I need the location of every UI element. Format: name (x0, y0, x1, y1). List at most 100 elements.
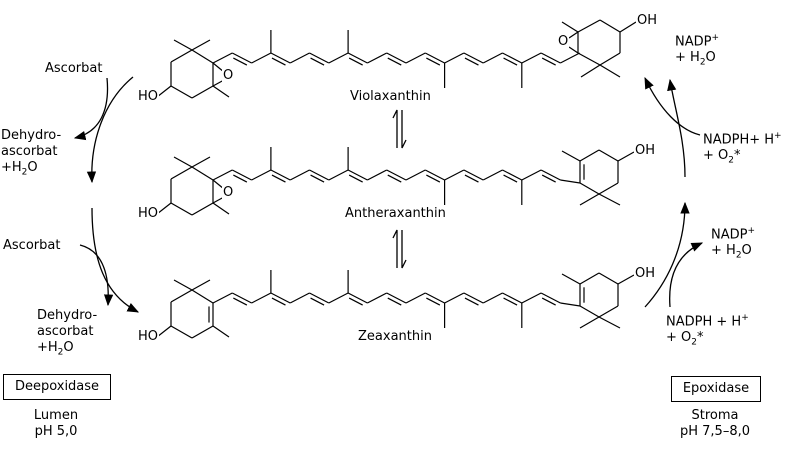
hydroxyl-bond (156, 202, 172, 215)
chain-double-bond-second (348, 297, 363, 306)
chain-double-bond (425, 52, 445, 64)
molecule-label-violaxanthin: Violaxanthin (350, 89, 431, 104)
chain-double-bond (270, 169, 291, 181)
chain-bond (482, 292, 503, 304)
hydroxyl-bond (617, 151, 635, 162)
epoxide-bond (568, 31, 579, 39)
gem-methyl (598, 193, 621, 206)
chain-bond (289, 169, 310, 181)
ascorbat-arrow-2 (79, 244, 114, 307)
nadp-label-2: NADP+ + H2O (711, 226, 756, 261)
epoxidation-arrow-2 (644, 201, 690, 308)
gem-methyl (173, 279, 193, 291)
chain-double-bond-second (426, 57, 441, 66)
ring-bond (598, 182, 619, 195)
chain-double-bond-second (464, 57, 479, 66)
methyl (561, 21, 579, 33)
equilibrium-arrows-2 (392, 229, 407, 269)
ring-bond (191, 289, 214, 304)
chain-bond (328, 52, 349, 64)
deepoxidation-arrow-2 (91, 207, 140, 313)
chain-bond (405, 52, 426, 64)
chain-double-bond (463, 52, 484, 64)
ring-bond (577, 19, 601, 33)
hydroxyl-bond (156, 325, 172, 338)
hydroxyl-bond (619, 21, 637, 33)
ring-bond (598, 272, 619, 285)
chain-double-bond-second (310, 297, 325, 306)
gem-methyl (173, 39, 193, 51)
chain-double-bond-second (348, 57, 363, 66)
chain-double-bond (540, 292, 561, 304)
methyl (212, 202, 230, 215)
hydroxyl-label: OH (634, 143, 657, 158)
methyl (561, 273, 581, 285)
gem-methyl (579, 193, 600, 206)
chain-bond (521, 169, 542, 181)
chain-bond (289, 52, 310, 64)
chain-double-bond-second (503, 174, 518, 183)
chain-bond (251, 169, 272, 181)
chain-double-bond-second (271, 297, 286, 306)
chain-double-bond (270, 292, 291, 304)
nadph-arrow-1 (644, 76, 701, 136)
ring-bond (170, 166, 193, 180)
chain-double-bond-second (348, 174, 363, 183)
chain-bond (405, 169, 426, 181)
chain-bond (367, 292, 387, 304)
chain-double-bond (347, 169, 368, 181)
chain-bond (560, 179, 581, 184)
ring-bond (191, 325, 214, 339)
chain-double-bond (463, 292, 484, 304)
chain-double-bond (270, 52, 291, 64)
epoxide-oxygen-label: O (222, 185, 235, 200)
ring-bond (191, 202, 214, 216)
epoxide-oxygen-label: O (222, 68, 235, 83)
chain-double-bond-second (541, 174, 556, 183)
ring-bond (599, 19, 621, 33)
chain-double-bond-second (387, 174, 402, 183)
chain-double-bond-second (233, 57, 248, 66)
ascorbat-arrow-1 (73, 77, 109, 141)
molecule-label-antheraxanthin: Antheraxanthin (345, 206, 446, 221)
chain-double-bond (232, 169, 252, 181)
chain-double-bond (425, 292, 445, 304)
chain-double-bond-second (310, 57, 325, 66)
chain-bond (405, 292, 426, 304)
chain-double-bond-second (426, 174, 441, 183)
ring-bond (577, 52, 601, 66)
chain-double-bond-second (426, 297, 441, 306)
gem-methyl (579, 316, 600, 329)
chain-double-bond-second (387, 57, 402, 66)
ring-bond (170, 85, 193, 99)
deepoxidation-arrow-1 (86, 76, 134, 184)
hydroxyl-bond (156, 85, 172, 98)
chain-bond (482, 169, 503, 181)
chain-bond (367, 52, 387, 64)
ring-bond (579, 149, 600, 162)
chain-double-bond (502, 292, 523, 304)
hydroxyl-label: HO (137, 329, 160, 344)
chain-double-bond (232, 52, 252, 64)
chain-double-bond-second (503, 57, 518, 66)
chain-bond (212, 292, 233, 304)
ring-bond (579, 272, 600, 285)
epoxidase-box: Epoxidase (671, 376, 761, 402)
molecule-label-zeaxanthin: Zeaxanthin (358, 329, 432, 344)
nadph-label-1: NADPH+ H+ + O2* (703, 131, 782, 166)
chain-bond (560, 52, 580, 64)
hydroxyl-label: HO (137, 206, 160, 221)
hydroxyl-bond (617, 274, 635, 285)
chain-double-bond (347, 52, 368, 64)
methyl (212, 85, 230, 98)
chain-bond (521, 52, 542, 64)
chain-double-bond (540, 52, 561, 64)
chain-bond (289, 292, 310, 304)
chain-double-bond (463, 169, 484, 181)
gem-methyl (598, 316, 621, 329)
chain-double-bond-second (310, 174, 325, 183)
ring-bond (191, 166, 214, 181)
